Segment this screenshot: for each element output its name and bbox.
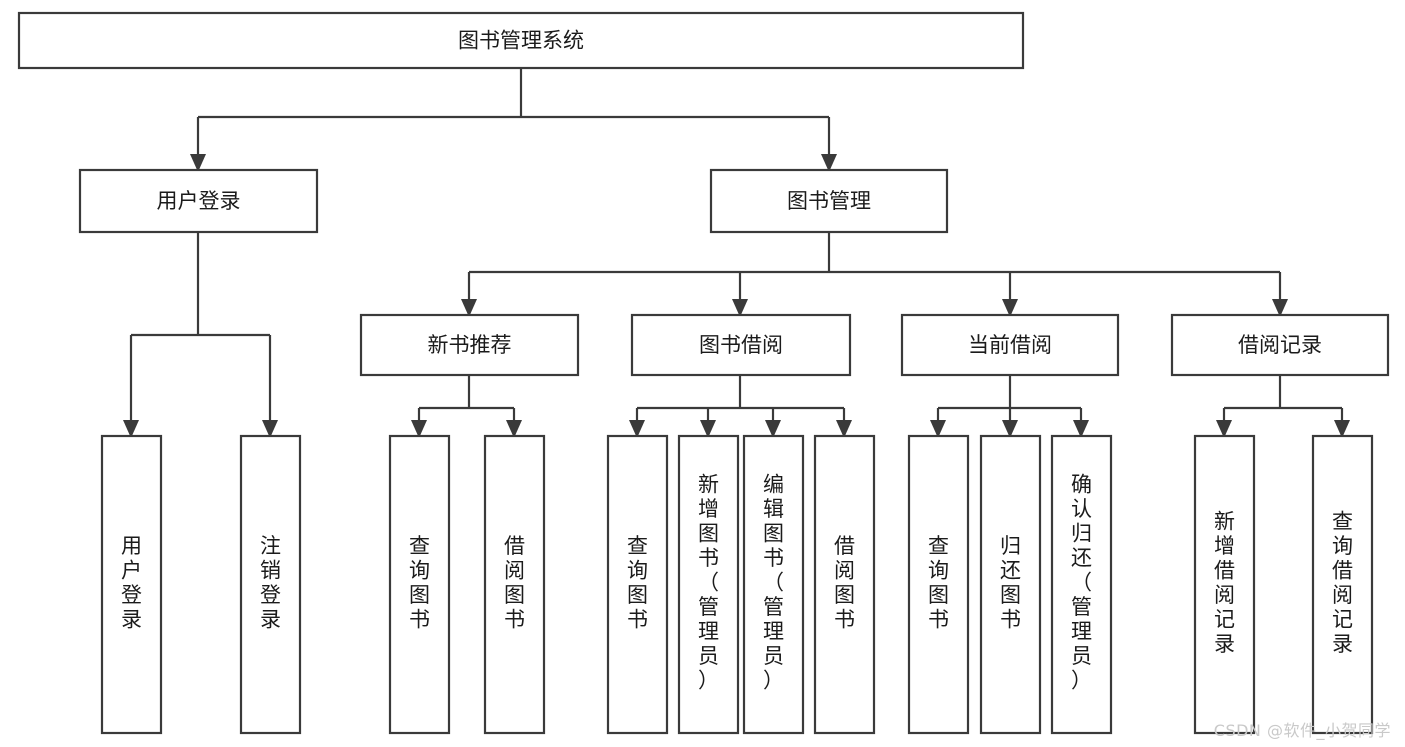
leaf-node-9-box[interactable] <box>979 434 1042 735</box>
leaf-node-11[interactable]: 新增借阅记录 <box>1193 434 1256 735</box>
arrow-head-icon <box>1002 420 1018 438</box>
level2-node-0[interactable]: 用户登录 <box>78 168 319 234</box>
arrow-head-icon <box>930 420 946 438</box>
connector-user-login-to-leaves <box>123 232 278 438</box>
leaf-node-6-label: 编辑图书（管理员） <box>763 473 784 693</box>
leaf-node-3-label: 借阅图书 <box>504 534 525 632</box>
level3-node-1[interactable]: 图书借阅 <box>630 313 852 377</box>
leaf-node-12-box[interactable] <box>1311 434 1374 735</box>
leaf-node-4[interactable]: 查询图书 <box>606 434 669 735</box>
leaf-node-12[interactable]: 查询借阅记录 <box>1311 434 1374 735</box>
level3-node-3[interactable]: 借阅记录 <box>1170 313 1390 377</box>
arrow-head-icon <box>1334 420 1350 438</box>
leaf-node-9-label: 归还图书 <box>1000 534 1021 632</box>
root-node-book-management-system-label: 图书管理系统 <box>458 29 584 53</box>
arrow-head-icon <box>836 420 852 438</box>
leaf-node-4-label: 查询图书 <box>627 534 648 632</box>
level3-node-1-box[interactable] <box>630 313 852 377</box>
arrow-head-icon <box>411 420 427 438</box>
level2-node-1[interactable]: 图书管理 <box>709 168 949 234</box>
level3-node-2-box[interactable] <box>900 313 1120 377</box>
leaf-node-0[interactable]: 用户登录 <box>100 434 163 735</box>
leaf-node-1-box[interactable] <box>239 434 302 735</box>
leaf-node-8[interactable]: 查询图书 <box>907 434 970 735</box>
leaf-node-1[interactable]: 注销登录 <box>239 434 302 735</box>
leaf-node-0-label: 用户登录 <box>121 534 142 632</box>
leaf-node-1-label: 注销登录 <box>260 534 281 632</box>
leaf-node-8-label: 查询图书 <box>928 534 949 632</box>
arrow-head-icon <box>123 420 139 438</box>
level3-node-1-label: 图书借阅 <box>699 333 783 357</box>
arrow-head-icon <box>765 420 781 438</box>
connector-book-manage-to-level3 <box>461 232 1288 317</box>
leaf-node-7[interactable]: 借阅图书 <box>813 434 876 735</box>
leaf-node-5-box[interactable] <box>677 434 740 735</box>
connectors-layer <box>123 68 1350 438</box>
leaf-node-2[interactable]: 查询图书 <box>388 434 451 735</box>
leaf-node-10[interactable]: 确认归还（管理员） <box>1050 434 1113 735</box>
arrow-head-icon <box>506 420 522 438</box>
leaf-node-2-box[interactable] <box>388 434 451 735</box>
arrow-head-icon <box>461 299 477 317</box>
leaf-node-3[interactable]: 借阅图书 <box>483 434 546 735</box>
arrow-head-icon <box>821 154 837 172</box>
leaf-node-2-label: 查询图书 <box>409 534 430 632</box>
root-node-book-management-system-box[interactable] <box>17 11 1025 70</box>
arrow-head-icon <box>1002 299 1018 317</box>
leaf-node-8-box[interactable] <box>907 434 970 735</box>
level2-node-0-label: 用户登录 <box>157 189 241 213</box>
level3-node-2[interactable]: 当前借阅 <box>900 313 1120 377</box>
csdn-watermark: CSDN @软件_小贺同学 <box>1213 721 1391 740</box>
level3-node-0-box[interactable] <box>359 313 580 377</box>
connector-current-borrow-to-leaves <box>930 375 1089 438</box>
root-node-book-management-system[interactable]: 图书管理系统 <box>17 11 1025 70</box>
leaf-node-10-label: 确认归还（管理员） <box>1071 473 1092 693</box>
arrow-head-icon <box>732 299 748 317</box>
level2-node-1-label: 图书管理 <box>787 189 871 213</box>
leaf-node-7-box[interactable] <box>813 434 876 735</box>
arrow-head-icon <box>629 420 645 438</box>
leaf-node-4-box[interactable] <box>606 434 669 735</box>
level3-node-3-label: 借阅记录 <box>1238 333 1322 357</box>
leaf-node-7-label: 借阅图书 <box>834 534 855 632</box>
level2-node-0-box[interactable] <box>78 168 319 234</box>
arrow-head-icon <box>700 420 716 438</box>
arrow-head-icon <box>262 420 278 438</box>
level3-node-2-label: 当前借阅 <box>968 333 1052 357</box>
leaf-node-12-label: 查询借阅记录 <box>1332 509 1353 656</box>
leaf-node-11-label: 新增借阅记录 <box>1214 509 1235 656</box>
level2-node-1-box[interactable] <box>709 168 949 234</box>
leaf-node-9[interactable]: 归还图书 <box>979 434 1042 735</box>
arrow-head-icon <box>190 154 206 172</box>
arrow-head-icon <box>1073 420 1089 438</box>
leaf-node-10-box[interactable] <box>1050 434 1113 735</box>
leaf-node-11-box[interactable] <box>1193 434 1256 735</box>
connector-borrow-to-leaves <box>629 375 852 438</box>
leaf-node-3-box[interactable] <box>483 434 546 735</box>
arrow-head-icon <box>1216 420 1232 438</box>
arrow-head-icon <box>1272 299 1288 317</box>
connector-borrow-record-to-leaves <box>1216 375 1350 438</box>
leaf-node-0-box[interactable] <box>100 434 163 735</box>
leaf-node-6[interactable]: 编辑图书（管理员） <box>742 434 805 735</box>
level3-node-3-box[interactable] <box>1170 313 1390 377</box>
leaf-node-5[interactable]: 新增图书（管理员） <box>677 434 740 735</box>
connector-root-to-level2 <box>190 68 837 172</box>
nodes-layer: 图书管理系统用户登录图书管理新书推荐图书借阅当前借阅借阅记录用户登录注销登录查询… <box>17 11 1390 735</box>
level3-node-0[interactable]: 新书推荐 <box>359 313 580 377</box>
connector-new-book-to-leaves <box>411 375 522 438</box>
leaf-node-5-label: 新增图书（管理员） <box>698 473 719 693</box>
level3-node-0-label: 新书推荐 <box>428 333 512 357</box>
leaf-node-6-box[interactable] <box>742 434 805 735</box>
